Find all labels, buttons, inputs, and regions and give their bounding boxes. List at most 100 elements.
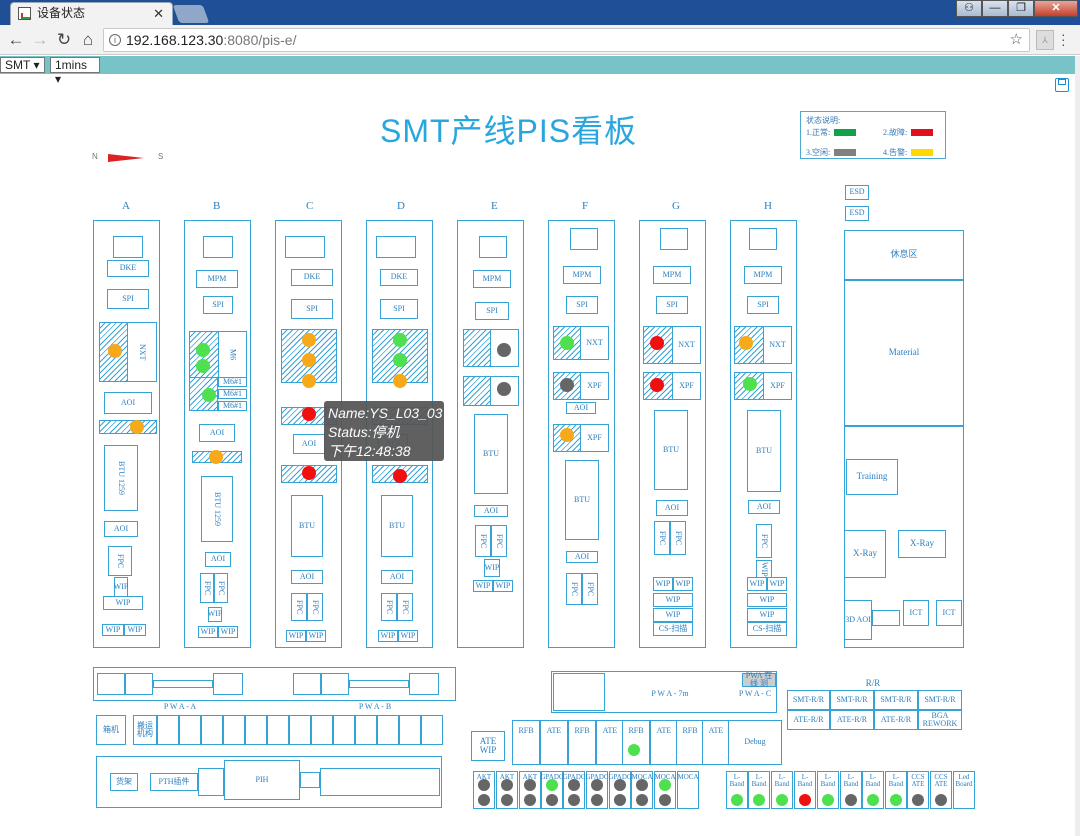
browser-menu-icon[interactable]: ···: [1061, 26, 1066, 52]
line-header: F: [582, 200, 589, 212]
equipment-box: SPI: [566, 296, 598, 314]
equipment-label: SPI: [486, 305, 498, 315]
machine-status-dot[interactable]: [659, 794, 671, 806]
machine-status-dot[interactable]: [867, 794, 879, 806]
equipment-label: GPADC: [608, 773, 632, 781]
back-icon[interactable]: ←: [7, 30, 25, 49]
machine-status-dot[interactable]: [497, 382, 511, 396]
equipment-box: ATE: [702, 720, 730, 765]
machine-status-dot[interactable]: [776, 794, 788, 806]
machine-status-dot[interactable]: [393, 374, 407, 388]
machine-status-dot[interactable]: [935, 794, 947, 806]
browser-toolbar: ← → ↻ ⌂ i 192.168.123.30:8080/pis-e/ ☆ ⅄…: [0, 25, 1080, 55]
browser-tab[interactable]: 设备状态 ✕: [10, 2, 173, 25]
interval-select[interactable]: 1mins ▾: [50, 57, 100, 86]
machine-status-dot[interactable]: [478, 779, 490, 791]
machine-status-dot[interactable]: [524, 779, 536, 791]
machine-status-dot[interactable]: [501, 794, 513, 806]
equipment-label: CCS ATE: [911, 773, 925, 789]
machine-status-dot[interactable]: [524, 794, 536, 806]
address-bar[interactable]: i 192.168.123.30:8080/pis-e/ ☆: [103, 28, 1030, 52]
equipment-label: WIP: [759, 609, 775, 619]
bookmark-star-icon[interactable]: ☆: [1009, 31, 1023, 48]
machine-status-dot[interactable]: [659, 779, 671, 791]
user-icon[interactable]: ⚇: [956, 0, 982, 17]
line-select[interactable]: SMT ▾: [0, 57, 45, 73]
machine-status-dot[interactable]: [478, 794, 490, 806]
machine-status-dot[interactable]: [591, 794, 603, 806]
machine-status-dot[interactable]: [650, 336, 664, 350]
machine-status-dot[interactable]: [743, 377, 757, 391]
close-window-icon[interactable]: ✕: [1034, 0, 1078, 17]
machine-status-dot[interactable]: [196, 359, 210, 373]
minimize-icon[interactable]: —: [982, 0, 1008, 17]
machine-status-dot[interactable]: [393, 469, 407, 483]
machine-status-dot[interactable]: [614, 794, 626, 806]
machine-status-dot[interactable]: [591, 779, 603, 791]
scrollbar[interactable]: [1075, 56, 1080, 836]
maximize-icon[interactable]: ❐: [1008, 0, 1034, 17]
equipment-label: L-Band: [797, 773, 813, 789]
machine-status-dot[interactable]: [799, 794, 811, 806]
machine-status-dot[interactable]: [636, 779, 648, 791]
machine-status-dot[interactable]: [568, 794, 580, 806]
machine-status-dot[interactable]: [912, 794, 924, 806]
machine-status-dot[interactable]: [130, 420, 144, 434]
machine-status-dot[interactable]: [497, 343, 511, 357]
reload-icon[interactable]: ↻: [56, 30, 72, 49]
machine-status-dot[interactable]: [568, 779, 580, 791]
machine-status-dot[interactable]: [546, 779, 558, 791]
machine-status-dot[interactable]: [393, 333, 407, 347]
machine-status-dot[interactable]: [628, 744, 640, 756]
equipment-box: [553, 673, 605, 711]
machine-status-dot[interactable]: [890, 794, 902, 806]
tab-close-icon[interactable]: ✕: [153, 6, 164, 21]
machine-status-dot[interactable]: [108, 344, 122, 358]
equipment-box: X-Ray: [844, 530, 886, 578]
extension-icon[interactable]: ⅄: [1036, 30, 1054, 50]
equipment-box: 箱机: [96, 715, 126, 745]
machine-status-dot[interactable]: [302, 374, 316, 388]
equipment-label: L-Band: [820, 773, 836, 789]
machine-status-dot[interactable]: [546, 794, 558, 806]
save-icon[interactable]: [1055, 78, 1069, 92]
machine-status-dot[interactable]: [614, 779, 626, 791]
machine-status-dot[interactable]: [636, 794, 648, 806]
machine-status-dot[interactable]: [560, 336, 574, 350]
equipment-label: FPC: [570, 581, 580, 597]
machine-status-dot[interactable]: [393, 353, 407, 367]
machine-status-dot[interactable]: [302, 333, 316, 347]
machine-status-dot[interactable]: [739, 336, 753, 350]
equipment-box: FPC: [756, 524, 772, 558]
machine-status-dot[interactable]: [845, 794, 857, 806]
equipment-label: BTU: [756, 445, 772, 455]
equipment-label: FPC: [479, 533, 489, 549]
machine-status-dot[interactable]: [560, 378, 574, 392]
machine-status-dot[interactable]: [302, 466, 316, 480]
equipment-box: DKE: [380, 269, 418, 286]
machine-status-dot[interactable]: [209, 450, 223, 464]
info-icon[interactable]: i: [109, 34, 121, 46]
equipment-box: [153, 680, 213, 688]
machine-status-dot[interactable]: [650, 378, 664, 392]
machine-status-dot[interactable]: [753, 794, 765, 806]
equipment-label: 3D AOI: [845, 614, 871, 624]
forward-icon[interactable]: →: [31, 30, 49, 49]
equipment-box: AOI: [205, 552, 231, 567]
machine-status-dot[interactable]: [501, 779, 513, 791]
equipment-box: FPC: [654, 521, 670, 555]
machine-status-dot[interactable]: [302, 353, 316, 367]
equipment-label: AOI: [301, 438, 317, 448]
home-icon[interactable]: ⌂: [82, 30, 94, 49]
equipment-box: WIP: [473, 580, 493, 592]
new-tab-button[interactable]: [172, 5, 210, 23]
machine-status-dot[interactable]: [202, 388, 216, 402]
machine-status-dot[interactable]: [731, 794, 743, 806]
equipment-box: ATE-R/R: [874, 710, 918, 730]
machine-status-dot[interactable]: [196, 343, 210, 357]
machine-status-dot[interactable]: [302, 407, 316, 421]
machine-status-dot[interactable]: [560, 428, 574, 442]
line-select-value: SMT: [5, 58, 31, 72]
equipment-label: FPC: [385, 599, 395, 615]
machine-status-dot[interactable]: [822, 794, 834, 806]
